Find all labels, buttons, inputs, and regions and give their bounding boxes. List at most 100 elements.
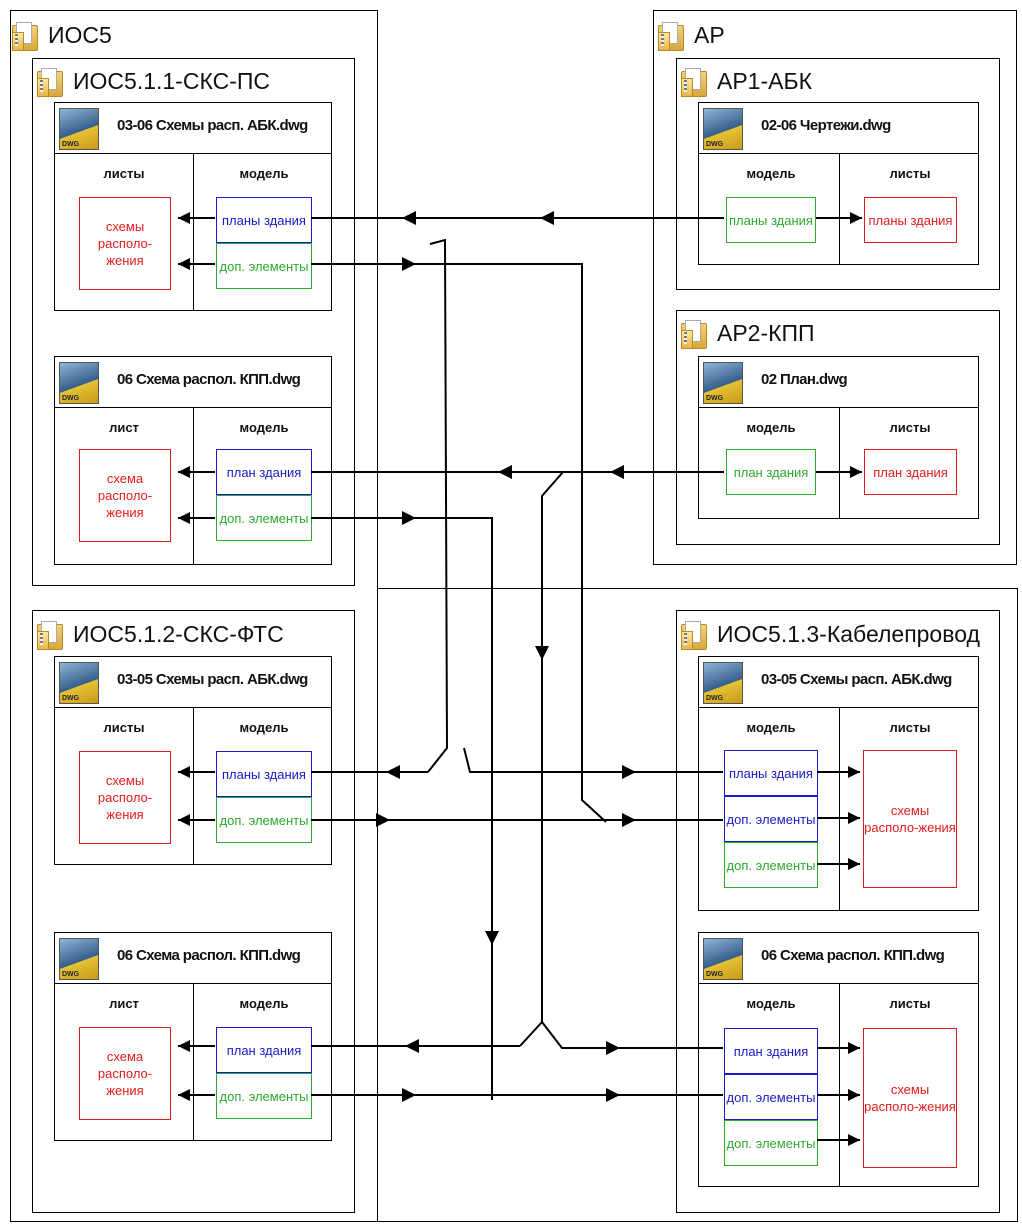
dwg-file-icon: DWG xyxy=(703,662,743,704)
model-building-plans[interactable]: планы здания xyxy=(216,197,312,243)
link-ar1-plans-to-ios512-plans xyxy=(427,238,449,773)
dwg-file-icon: DWG xyxy=(59,938,99,980)
arrowhead xyxy=(610,465,624,479)
arrowhead xyxy=(178,766,190,778)
sheet-schemes[interactable]: схемы располо-жения xyxy=(79,197,171,290)
sheet-schemes[interactable]: схемы располо-жения xyxy=(79,751,171,844)
column-divider xyxy=(193,153,194,310)
arrowhead xyxy=(178,466,190,478)
link-ios511-kpp-extra-trunk xyxy=(311,517,493,1100)
model-extra-elements[interactable]: доп. элементы xyxy=(216,495,312,541)
model-extra-elements[interactable]: доп. элементы xyxy=(216,1073,312,1119)
arrowhead xyxy=(485,931,499,945)
model-building-plans[interactable]: планы здания xyxy=(724,750,818,796)
folder-title-ios513[interactable]: ИОС5.1.3-Кабелепровод xyxy=(681,617,980,651)
folder-label: АР2-КПП xyxy=(717,319,815,346)
dwg-file-icon: DWG xyxy=(59,662,99,704)
model-header: модель xyxy=(746,720,796,735)
model-building-plan[interactable]: план здания xyxy=(726,449,816,495)
arrowhead xyxy=(848,766,860,778)
arrowhead xyxy=(402,1088,416,1102)
sheet-scheme[interactable]: схема располо-жения xyxy=(79,1027,171,1120)
file-header: DWG 02-06 Чертежи.dwg xyxy=(699,103,978,154)
arrowhead xyxy=(606,1041,620,1055)
model-extra-elements[interactable]: доп. элементы xyxy=(216,243,312,289)
link-ios511-extra-trunk xyxy=(311,263,607,823)
arrowhead xyxy=(848,812,860,824)
arrowhead xyxy=(850,212,862,224)
folder-title-ar[interactable]: АР xyxy=(658,18,725,52)
folder-label: АР1-АБК xyxy=(717,67,812,94)
model-extra-elements[interactable]: доп. элементы xyxy=(724,1120,818,1166)
arrowhead xyxy=(178,814,190,826)
model-building-plan[interactable]: план здания xyxy=(724,1028,818,1074)
folder-icon xyxy=(681,319,707,349)
file-header: DWG 06 Схема распол. КПП.dwg xyxy=(55,357,331,408)
model-building-plans[interactable]: планы здания xyxy=(216,751,312,797)
sheets-header: листы xyxy=(889,720,931,735)
arrowhead xyxy=(178,1040,190,1052)
model-building-plans[interactable]: планы здания xyxy=(726,197,816,243)
file-name: 02-06 Чертежи.dwg xyxy=(761,117,891,134)
sheet-scheme[interactable]: схема располо-жения xyxy=(79,449,171,542)
arrowhead xyxy=(850,466,862,478)
folder-icon xyxy=(12,21,38,51)
arrowhead xyxy=(178,1089,190,1101)
folder-title-ios5[interactable]: ИОС5 xyxy=(12,18,112,52)
file-header: DWG 03-05 Схемы расп. АБК.dwg xyxy=(699,657,978,708)
model-header: модель xyxy=(239,996,289,1011)
arrowhead xyxy=(178,512,190,524)
folder-label: АР xyxy=(694,21,725,48)
column-divider xyxy=(839,153,840,264)
file-name: 03-05 Схемы расп. АБК.dwg xyxy=(761,671,952,688)
sheet-schemes[interactable]: схемы располо-жения xyxy=(863,1028,957,1168)
file-header: DWG 02 План.dwg xyxy=(699,357,978,408)
folder-label: ИОС5 xyxy=(48,21,112,48)
model-extra-elements-plans[interactable]: доп. элементы xyxy=(724,796,818,842)
arrowhead xyxy=(402,511,416,525)
file-name: 03-06 Схемы расп. АБК.dwg xyxy=(117,117,308,134)
model-extra-elements[interactable]: доп. элементы xyxy=(724,842,818,888)
sheet-schemes[interactable]: схемы располо-жения xyxy=(863,750,957,888)
arrowhead xyxy=(178,212,190,224)
arrowhead xyxy=(376,813,390,827)
model-header: модель xyxy=(746,166,796,181)
folder-label: ИОС5.1.1-СКС-ПС xyxy=(73,67,271,94)
arrowhead xyxy=(622,813,636,827)
folder-title-ar2[interactable]: АР2-КПП xyxy=(681,316,815,350)
model-extra-elements[interactable]: доп. элементы xyxy=(216,797,312,843)
column-divider xyxy=(839,983,840,1186)
file-ios511-kpp[interactable]: DWG 06 Схема распол. КПП.dwg лист модель… xyxy=(54,356,332,565)
file-ios512-kpp[interactable]: DWG 06 Схема распол. КПП.dwg лист модель… xyxy=(54,932,332,1141)
sheets-header: листы xyxy=(889,420,931,435)
sheets-header: листы xyxy=(103,720,145,735)
file-ar2[interactable]: DWG 02 План.dwg модель листы план здания… xyxy=(698,356,979,519)
column-divider xyxy=(839,707,840,910)
file-ar1[interactable]: DWG 02-06 Чертежи.dwg модель листы планы… xyxy=(698,102,979,265)
file-ios513-abk[interactable]: DWG 03-05 Схемы расп. АБК.dwg модель лис… xyxy=(698,656,979,911)
model-building-plan[interactable]: план здания xyxy=(216,1027,312,1073)
folder-icon xyxy=(37,67,63,97)
folder-title-ios511[interactable]: ИОС5.1.1-СКС-ПС xyxy=(37,64,270,98)
arrowhead xyxy=(402,257,416,271)
file-name: 06 Схема распол. КПП.dwg xyxy=(117,371,301,388)
folder-title-ar1[interactable]: АР1-АБК xyxy=(681,64,812,98)
arrowhead xyxy=(848,1134,860,1146)
link-ios512-kpp-plan-right xyxy=(541,1021,723,1049)
sheet-building-plan[interactable]: план здания xyxy=(864,449,957,495)
model-building-plan[interactable]: план здания xyxy=(216,449,312,495)
file-ios512-abk[interactable]: DWG 03-05 Схемы расп. АБК.dwg листы моде… xyxy=(54,656,332,865)
sheet-building-plans[interactable]: планы здания xyxy=(864,197,957,243)
model-extra-elements-plans[interactable]: доп. элементы xyxy=(724,1074,818,1120)
file-ios513-kpp[interactable]: DWG 06 Схема распол. КПП.dwg модель лист… xyxy=(698,932,979,1187)
connector-region xyxy=(378,588,1018,589)
folder-title-ios512[interactable]: ИОС5.1.2-СКС-ФТС xyxy=(37,617,284,651)
folder-icon xyxy=(681,620,707,650)
arrowhead xyxy=(848,1089,860,1101)
dwg-file-icon: DWG xyxy=(59,108,99,150)
sheets-header: лист xyxy=(109,996,139,1011)
file-ios511-abk[interactable]: DWG 03-06 Схемы расп. АБК.dwg листы моде… xyxy=(54,102,332,311)
column-divider xyxy=(839,407,840,518)
column-divider xyxy=(193,407,194,564)
